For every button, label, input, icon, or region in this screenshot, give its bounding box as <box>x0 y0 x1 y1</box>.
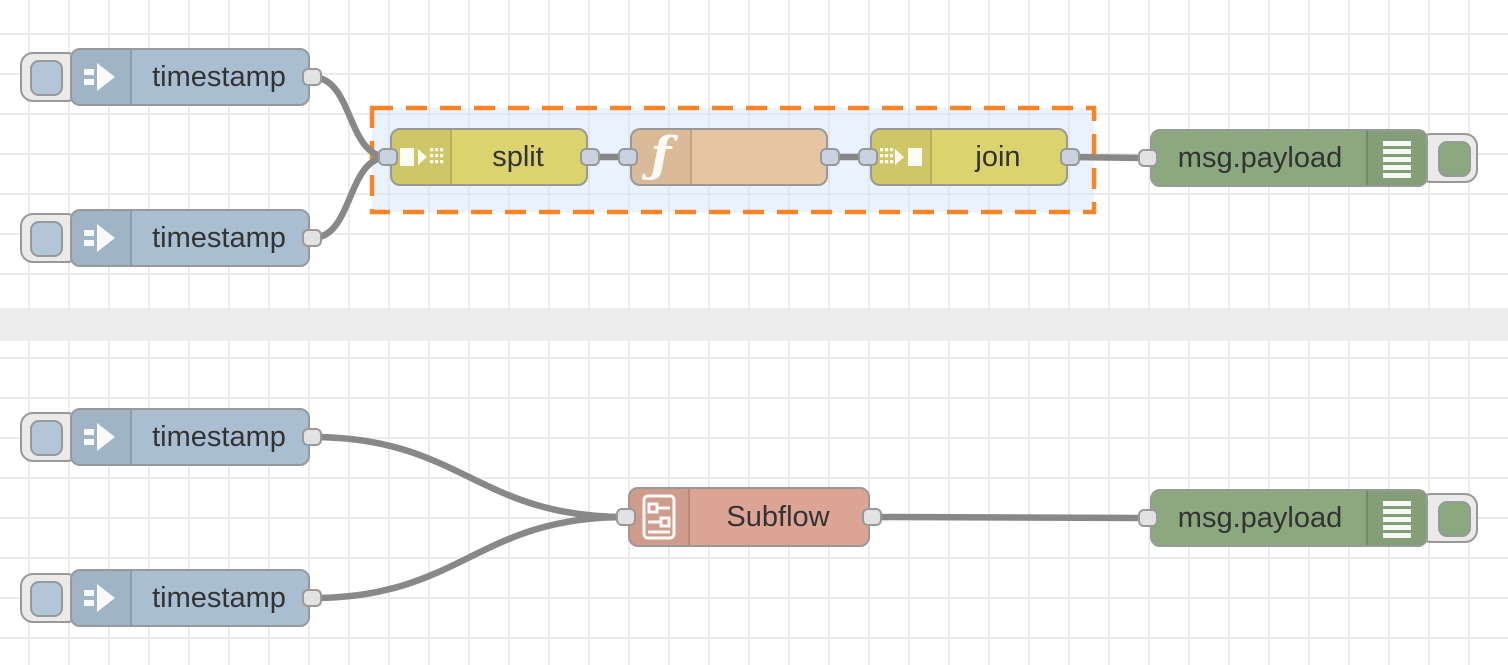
join-node[interactable]: join <box>858 128 1080 186</box>
input-port[interactable] <box>858 148 878 166</box>
debug-list-icon <box>1366 131 1426 185</box>
output-port[interactable] <box>302 229 322 247</box>
node-label: timestamp <box>152 221 286 254</box>
output-port[interactable] <box>302 589 322 607</box>
split-node[interactable]: split <box>378 128 600 186</box>
function-icon: ƒ <box>632 130 692 184</box>
debug-node[interactable]: msg.payload <box>1138 489 1428 547</box>
node-label: Subflow <box>726 500 830 533</box>
inject-arrow-icon <box>72 571 132 625</box>
inject-node[interactable]: timestamp <box>70 569 322 627</box>
node-label: msg.payload <box>1177 501 1343 534</box>
node-label: timestamp <box>152 60 286 93</box>
wire-join-to-debug1[interactable] <box>1066 153 1152 162</box>
subflow-icon <box>630 489 690 545</box>
output-port[interactable] <box>1060 148 1080 166</box>
subflow-node[interactable]: Subflow <box>616 487 882 547</box>
output-port[interactable] <box>302 68 322 86</box>
node-label: join <box>975 140 1021 173</box>
inject-button-pad[interactable] <box>30 581 63 617</box>
wire-inject3-to-subflow1[interactable] <box>308 433 630 521</box>
output-port[interactable] <box>820 148 840 166</box>
inject-node[interactable]: timestamp <box>70 209 322 267</box>
inject-arrow-icon <box>72 410 132 464</box>
input-port[interactable] <box>618 148 638 166</box>
node-label: timestamp <box>152 420 286 453</box>
inject-button-pad[interactable] <box>30 60 63 96</box>
debug-button-pad[interactable] <box>1438 501 1471 537</box>
output-port[interactable] <box>580 148 600 166</box>
output-port[interactable] <box>302 428 322 446</box>
wire-inject1-to-split[interactable] <box>308 73 392 161</box>
inject-node[interactable]: timestamp <box>70 408 322 466</box>
node-label <box>690 130 826 184</box>
wire-inject4-to-subflow1[interactable] <box>308 513 630 602</box>
inject-arrow-icon <box>72 50 132 104</box>
inject-button-pad[interactable] <box>30 420 63 456</box>
join-icon <box>872 130 932 184</box>
inject-node[interactable]: timestamp <box>70 48 322 106</box>
debug-button[interactable] <box>1418 133 1478 183</box>
input-port[interactable] <box>378 148 398 166</box>
input-port[interactable] <box>616 508 636 526</box>
output-port[interactable] <box>862 508 882 526</box>
split-icon <box>392 130 452 184</box>
node-label: msg.payload <box>1177 141 1343 174</box>
node-label: timestamp <box>152 581 286 614</box>
node-label: split <box>492 140 544 173</box>
debug-node[interactable]: msg.payload <box>1138 129 1428 187</box>
input-port[interactable] <box>1138 509 1158 527</box>
wire-inject2-to-split[interactable] <box>308 153 392 242</box>
function-node[interactable]: ƒ <box>618 128 840 186</box>
flow-separator-band <box>0 308 1508 341</box>
inject-arrow-icon <box>72 211 132 265</box>
debug-button-pad[interactable] <box>1438 141 1471 177</box>
input-port[interactable] <box>1138 149 1158 167</box>
wire-subflow1-to-debug2[interactable] <box>868 513 1152 522</box>
inject-button-pad[interactable] <box>30 221 63 257</box>
debug-list-icon <box>1366 491 1426 545</box>
